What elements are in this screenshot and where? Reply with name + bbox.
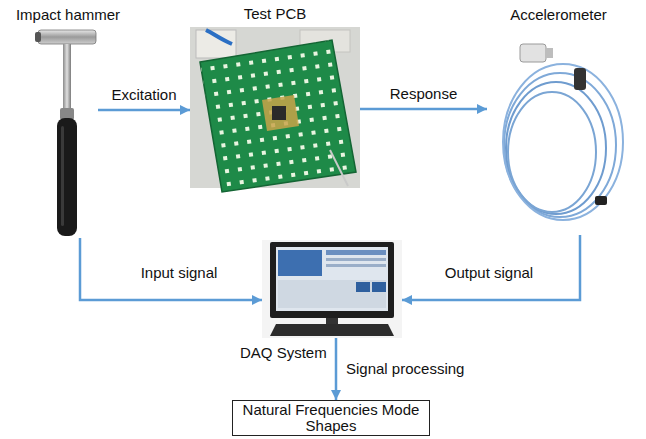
illustration-part — [326, 318, 338, 324]
box-text: Natural Frequencies Mode Shapes — [239, 402, 423, 434]
illustration-part — [326, 264, 386, 267]
illustration-part — [356, 282, 370, 292]
illustration-part — [545, 48, 553, 58]
hammer-illustration — [35, 30, 96, 236]
illustration-part — [326, 258, 386, 261]
illustration-part — [508, 92, 596, 212]
illustration-part — [57, 118, 77, 236]
edge-label: Signal processing — [344, 360, 466, 378]
node-heading: DAQ System — [240, 344, 327, 362]
edge-label: Response — [388, 85, 460, 103]
illustration-part — [196, 30, 236, 58]
illustration-part — [278, 280, 386, 308]
illustration-part — [278, 250, 322, 276]
illustration-part — [270, 324, 394, 336]
illustration-part — [487, 28, 630, 235]
illustration-part — [276, 247, 388, 311]
illustration-part — [372, 282, 386, 292]
node-heading: Accelerometer — [510, 6, 607, 24]
illustration-part — [63, 44, 71, 112]
pcb-photo — [190, 27, 360, 192]
edge-label: Input signal — [139, 264, 220, 282]
illustration-part — [262, 95, 299, 131]
signal-arrow — [80, 238, 262, 300]
illustration-part — [330, 150, 348, 186]
illustration-part — [504, 73, 616, 217]
illustration-part — [35, 32, 41, 42]
node-heading: Test PCB — [244, 5, 307, 23]
illustration-part — [326, 250, 386, 255]
signal-arrow — [335, 338, 338, 400]
illustration-part — [206, 30, 232, 44]
illustration-part — [61, 126, 64, 226]
illustration-part — [38, 30, 96, 44]
signal-arrow — [402, 235, 580, 300]
illustration-part — [520, 44, 546, 62]
illustration-part — [262, 240, 402, 338]
illustration-part — [595, 196, 607, 205]
illustration-part — [574, 68, 586, 90]
illustration-part — [270, 242, 394, 318]
daq-computer — [262, 240, 402, 338]
hammer-node: Impact hammer — [38, 28, 98, 238]
illustration-part — [503, 64, 623, 220]
illustration-part — [190, 27, 360, 188]
illustration-part — [272, 106, 286, 120]
daq-node: DAQ System — [262, 240, 402, 338]
edge-label: Excitation — [109, 86, 178, 104]
accelerometer-photo — [487, 28, 630, 235]
result-box: Natural Frequencies Mode Shapes — [232, 400, 430, 436]
illustration-part — [506, 82, 606, 214]
edge-label: Output signal — [443, 264, 535, 282]
signal-arrow — [360, 108, 487, 111]
signal-arrow — [98, 109, 190, 112]
node-heading: Impact hammer — [16, 6, 120, 24]
pcb-node: Test PCB — [190, 27, 360, 188]
accelerometer-node: Accelerometer — [487, 28, 630, 235]
